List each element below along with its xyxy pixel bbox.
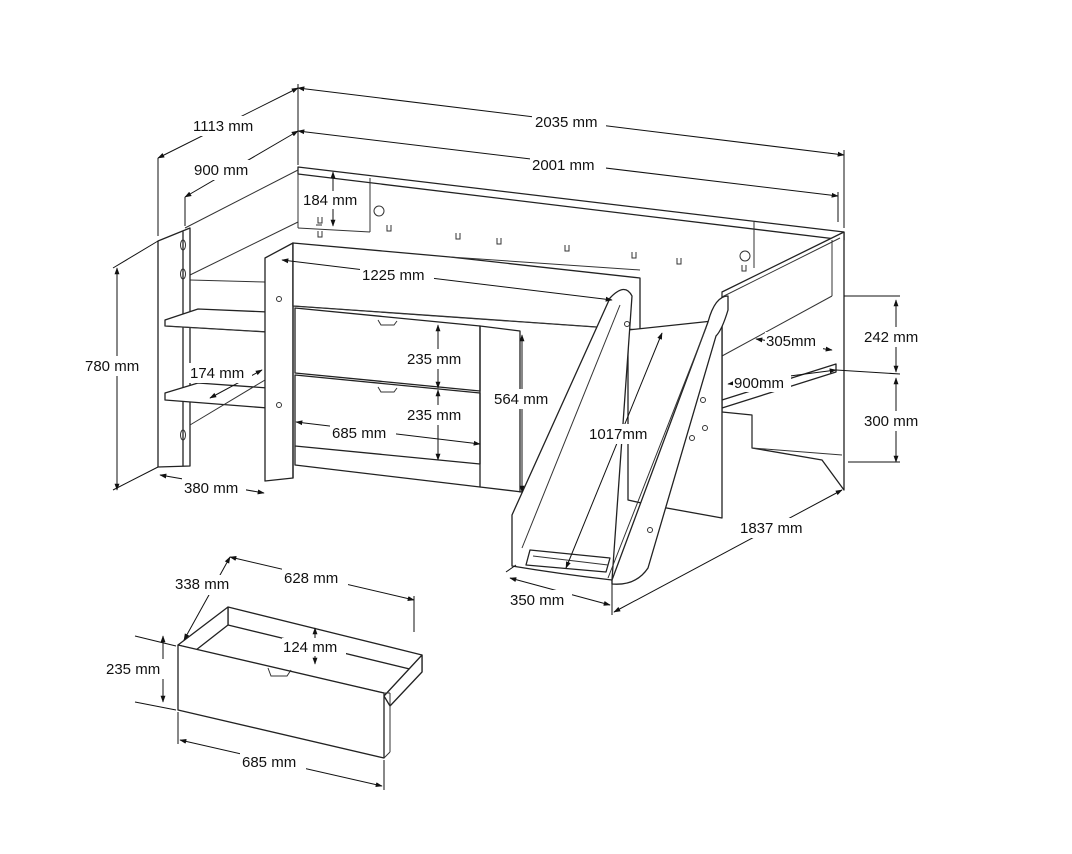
drawer-detail-inner-left — [177, 606, 229, 651]
label-drawer-width: 685 mm — [332, 425, 386, 442]
label-slide-projection: 1837 mm — [740, 520, 803, 537]
label-drawer-length: 628 mm — [284, 570, 338, 587]
drawer-detail-side — [383, 654, 423, 707]
label-outer-depth: 1113 mm — [193, 118, 253, 135]
label-right-guard-height: 242 mm — [864, 329, 918, 346]
label-cabinet-height: 564 mm — [494, 391, 548, 408]
bolt-hole-icon — [373, 205, 385, 217]
drawer-handle-icon — [377, 319, 398, 326]
center-support-panel — [264, 242, 294, 482]
label-slide-width: 350 mm — [510, 592, 564, 609]
bolt-hole-icon — [739, 250, 751, 262]
label-right-shelf-depth: 900mm — [734, 375, 784, 392]
label-guard-height: 184 mm — [303, 192, 357, 209]
drawer-detail — [177, 606, 423, 759]
label-total-height: 780 mm — [85, 358, 139, 375]
label-right-under-height: 300 mm — [864, 413, 918, 430]
label-drawer-height-top: 235 mm — [407, 351, 461, 368]
label-inner-depth: 900 mm — [194, 162, 248, 179]
label-ladder-width: 380 mm — [184, 480, 238, 497]
label-inner-length: 2001 mm — [532, 157, 595, 174]
drawer-handle-icon — [377, 386, 398, 393]
label-drawer-height-bottom: 235 mm — [407, 407, 461, 424]
label-shelf-spacing: 174 mm — [190, 365, 244, 382]
back-guard-panel — [297, 166, 845, 241]
drawer-detail-front — [177, 644, 385, 759]
dimension-labels: 1113 mm 2035 mm 900 mm 2001 mm 184 mm 12… — [84, 112, 928, 772]
label-drawer-inner-height: 124 mm — [283, 639, 337, 656]
label-outer-length: 2035 mm — [535, 114, 598, 131]
label-slide-length: 1017mm — [589, 426, 647, 443]
label-drawer-depth: 338 mm — [175, 576, 229, 593]
right-end-panel — [721, 231, 845, 491]
label-drawer-front-width: 685 mm — [242, 754, 296, 771]
drawer-handle-icon — [267, 667, 292, 677]
slat-clips — [316, 217, 747, 272]
label-shelf-unit-length: 1225 mm — [362, 267, 425, 284]
left-end-panel — [157, 227, 191, 468]
label-drawer-height: 235 mm — [106, 661, 160, 678]
dimension-lines — [112, 84, 901, 790]
label-right-inner-width: 305mm — [766, 333, 816, 350]
